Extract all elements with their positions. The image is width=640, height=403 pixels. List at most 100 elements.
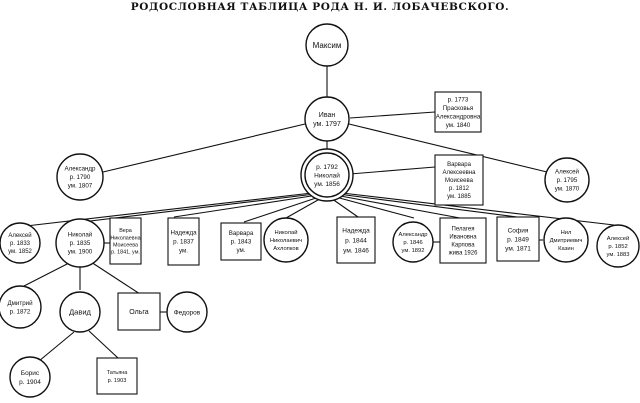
person-text-line: Александр <box>65 166 97 173</box>
person-fedorov: Федоров <box>166 291 208 333</box>
person-text-line: жива 1926 <box>449 251 479 257</box>
person-text-line: Николаевна <box>110 235 140 241</box>
person-text-line: Варвара <box>229 230 254 237</box>
person-text-line: ум. 1900 <box>68 249 93 256</box>
person-text-line: р. 1835 <box>70 240 91 247</box>
person-boris: Борис р. 1904 <box>9 356 51 398</box>
person-text-line: Алексей <box>555 169 579 176</box>
table-title: РОДОСЛОВНАЯ ТАБЛИЦА РОДА Н. И. ЛОБАЧЕВСК… <box>130 1 510 13</box>
person-text-line: р. 1904 <box>19 379 41 386</box>
person-circle <box>305 23 349 67</box>
person-text-line: р. 1844 <box>345 237 367 244</box>
person-text-line: Александровна <box>436 113 481 120</box>
person-text-line: р. 1837 <box>173 239 194 246</box>
person-circle <box>392 221 434 263</box>
person-text-line: Борис <box>21 370 40 377</box>
person-text-line: Алексей <box>8 232 31 239</box>
person-text-line: Ивановна <box>449 235 477 241</box>
person-box <box>109 217 142 265</box>
person-olga: Ольга <box>117 292 161 331</box>
person-text-line: р. 1773 <box>448 96 469 103</box>
person-box <box>117 292 161 331</box>
person-text-line: София <box>508 227 529 234</box>
person-maksim: Максим <box>305 23 349 67</box>
person-text-line: ум. 1807 <box>68 183 93 190</box>
person-text-line: Варвара <box>447 162 471 168</box>
person-circle <box>9 356 51 398</box>
person-text-line: ум. 1856 <box>314 181 340 188</box>
person-tatyana: Татьяна р. 1903 <box>96 357 138 395</box>
person-ivan: Иван ум. 1797 <box>304 96 350 142</box>
person-circle <box>263 217 309 263</box>
person-aleksei-jr: Алексей р. 1833 ум. 1852 <box>0 222 41 264</box>
person-text-line: Прасковья <box>443 105 474 112</box>
person-text-line: Пелагея <box>452 227 475 233</box>
person-text-line: Давид <box>69 308 91 317</box>
person-aleksei-1852: Алексей р. 1852 ум. 1883 <box>596 224 640 268</box>
person-circle <box>166 291 208 333</box>
person-text-line: р. 1872 <box>10 308 31 315</box>
person-text-line: Максим <box>313 41 342 50</box>
person-text-line: Карпова <box>451 243 475 249</box>
person-box <box>220 222 262 261</box>
person-text-line: р. 1852 <box>608 244 627 250</box>
person-text-line: Федоров <box>174 309 201 316</box>
person-text-line: р. 1903 <box>108 378 127 384</box>
person-text-line: ум. 1883 <box>607 252 630 258</box>
person-text-line: Нил <box>561 230 572 236</box>
person-text-line: Иван <box>319 112 336 119</box>
person-text-line: Моисеева <box>445 178 474 184</box>
person-text-line: ум. 1892 <box>402 248 425 254</box>
person-text-line: Алексей <box>607 235 629 242</box>
person-text-line: Николай <box>68 232 93 239</box>
person-text-line: ум. 1852 <box>8 249 32 255</box>
person-text-line: р. 1849 <box>507 236 529 243</box>
person-circle <box>0 285 42 329</box>
person-circle <box>55 218 105 268</box>
person-text-line: Моисеева <box>113 242 138 248</box>
person-text-line: р. 1812 <box>449 186 470 192</box>
person-sofia: София р. 1849 ум. 1871 <box>496 216 540 262</box>
person-box <box>434 91 482 133</box>
person-circle <box>56 153 104 201</box>
person-text-line: р. 1795 <box>557 177 578 184</box>
person-box <box>434 154 484 206</box>
person-text-line: ум. 1870 <box>555 186 580 193</box>
person-box <box>496 216 540 262</box>
person-text-line: Надежда <box>342 227 370 234</box>
person-box <box>96 357 138 395</box>
person-text-line: Ахлопков <box>273 246 298 252</box>
person-text-line: ум. 1871 <box>505 245 531 252</box>
person-text-line: Татьяна <box>107 370 129 376</box>
person-box <box>336 216 376 264</box>
person-text-line: Александр <box>398 232 427 238</box>
person-text-line: Николаевич <box>270 238 302 244</box>
person-text-line: Казин <box>558 246 574 252</box>
person-text-line: Дмитрий <box>7 300 33 307</box>
person-text-line: Вера <box>119 228 132 234</box>
person-text-line: р. 1790 <box>70 174 91 181</box>
person-text-line: Николай <box>314 171 340 179</box>
person-text-line: р. 1833 <box>10 241 31 247</box>
person-circle <box>596 224 640 268</box>
person-circle <box>0 222 41 264</box>
person-text-line: р. 1792 <box>316 164 338 171</box>
person-circle <box>59 291 101 333</box>
person-text-line: ум. 1797 <box>313 121 341 128</box>
person-circle <box>544 157 590 203</box>
person-text-line: Алексеевна <box>442 170 476 176</box>
person-box <box>439 217 487 264</box>
